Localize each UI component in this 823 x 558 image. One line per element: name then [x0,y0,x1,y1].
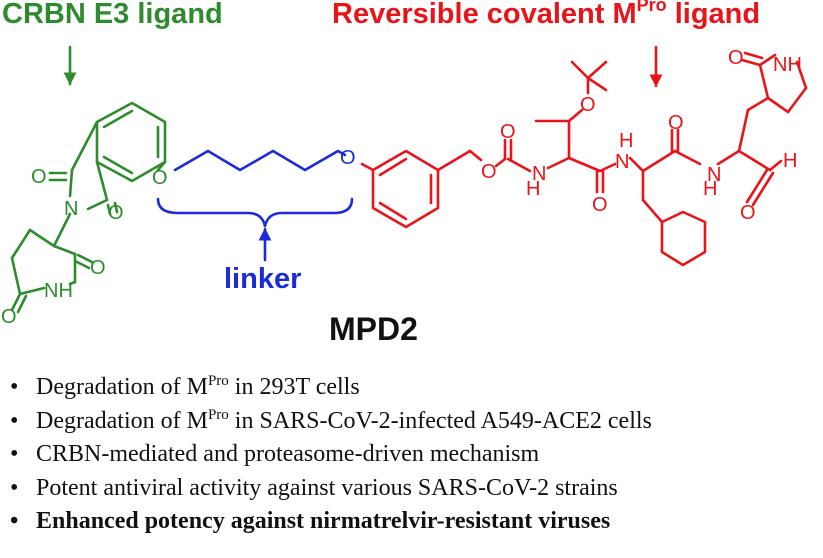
bullet-glyph: • [10,374,19,400]
finding-superscript: Pro [207,406,229,423]
finding-item: • Potent antiviral activity against vario… [10,472,652,506]
crbn-ligand-structure [10,45,167,314]
atom-h-amide-1: H [619,130,633,152]
finding-text: Degradation of M [36,407,208,434]
atom-o-aldehyde: O [740,202,756,224]
mpro-label-prefix: Reversible covalent M [332,0,637,30]
atom-o-ether-crbn: O [152,167,168,189]
compound-name: MPD2 [329,311,418,347]
atom-n-amide-1: N [615,151,629,173]
finding-text: CRBN-mediated and proteasome-driven mech… [36,441,540,468]
atom-o-thr-carbonyl: O [592,194,608,216]
atom-o-cha-carbonyl: O [668,112,684,134]
atom-o-imide-right: O [108,202,124,224]
finding-superscript: Pro [207,373,229,389]
mpro-atom-labels: O O H N O O H N O H N O NH H O [481,47,802,224]
finding-text: Enhanced potency against nirmatrelvir-re… [36,508,611,535]
hexyl-chain [173,149,347,172]
benzyl-ring [371,149,440,229]
linker-bracket [156,197,354,228]
cyclohexyl-ring [660,210,707,267]
bullet-glyph: • [10,474,19,501]
atom-o-carbamate-ester: O [481,161,497,183]
mpro-label-superscript: Pro [636,0,667,15]
atom-o-glutarimide-top: O [90,257,106,279]
crbn-atom-labels: O O O N O NH O [1,166,168,328]
bullet-glyph: • [10,407,19,434]
atom-h-amide-2: H [703,178,717,200]
atom-o-carbamate-carbonyl: O [500,121,516,143]
finding-item: • Degradation of MPro in 293T cells [10,371,652,405]
bullet-glyph: • [10,508,19,535]
atom-o-imide-left: O [31,166,47,188]
atom-h-aldehyde: H [783,150,797,172]
crbn-ligand-label: CRBN E3 ligand [2,0,223,30]
atom-h-carbamate: H [526,178,540,200]
finding-item: • CRBN-mediated and proteasome-driven mec… [10,438,652,472]
atom-o-lactam: O [728,47,744,69]
finding-text-suffix: in 293T cells [228,374,360,400]
finding-text: Potent antiviral activity against variou… [36,474,618,501]
mpro-ligand-structure [360,45,808,267]
findings-list: •Degradation of MPro in 293T cells •Degr… [10,371,652,539]
linker-structure [156,149,354,262]
mpd2-structure: O O O N O NH O O [1,45,808,328]
atom-o-ether-linker: O [340,147,356,169]
finding-text: Degradation of M [36,374,208,400]
mpro-ligand-label: Reversible covalent MPro ligand [332,0,760,31]
linker-label: linker [224,263,302,295]
finding-item: • Degradation of MPro in SARS-CoV-2-infec… [10,405,652,439]
atom-n-carbamate: N [532,163,546,185]
atom-o-tbutyl-ether: O [580,94,596,116]
mpro-label-suffix: ligand [666,0,761,30]
atom-n-amide-2: N [707,164,721,186]
atom-nh-glutarimide: NH [44,280,73,302]
atom-n-imide: N [64,198,78,220]
atom-nh-lactam: NH [773,54,802,76]
atom-o-glutarimide-bottom: O [1,306,17,328]
finding-item-emphasized: • Enhanced potency against nirmatrelvir-r… [10,505,652,539]
finding-text-suffix: in SARS-CoV-2-infected A549-ACE2 cells [228,407,652,434]
bullet-glyph: • [10,441,19,468]
